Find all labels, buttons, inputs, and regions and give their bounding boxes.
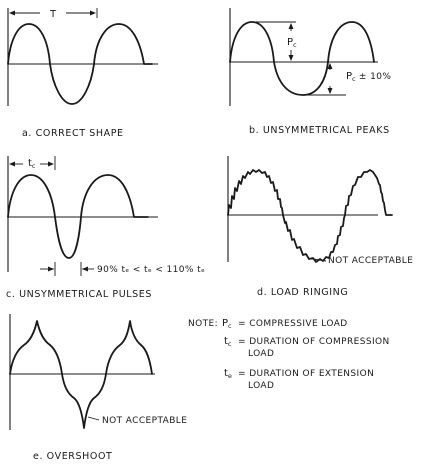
panel-c: tc 90% tₑ < tₑ < 110% tₑ c. UNSYMMETRICA… <box>6 156 205 300</box>
legend-item-pc: Pc = COMPRESSIVE LOAD <box>222 318 348 330</box>
legend-item-tc: tc = DURATION OF COMPRESSION LOAD <box>224 336 390 359</box>
panel-c-tc-arrow-right <box>48 161 54 167</box>
legend-item-te: te = DURATION OF EXTENSION LOAD <box>224 368 374 391</box>
panel-a-caption: a. CORRECT SHAPE <box>22 128 124 139</box>
panel-b-peak-label: Pc <box>287 37 297 49</box>
legend-item-text-cont: LOAD <box>248 349 274 359</box>
panel-b-trough-arrow-up <box>327 63 333 69</box>
legend-item-text-cont: LOAD <box>248 381 274 391</box>
panel-e-callout-line <box>87 416 100 421</box>
panel-e-caption: e. OVERSHOOT <box>33 451 112 462</box>
legend-item-text: = COMPRESSIVE LOAD <box>238 319 348 329</box>
panel-c-tc-label: tc <box>28 158 36 170</box>
legend-item-symbol: tc <box>224 336 232 348</box>
panel-c-condition-label: 90% tₑ < tₑ < 110% tₑ <box>97 265 205 275</box>
panel-d-caption: d. LOAD RINGING <box>257 287 348 298</box>
panel-c-te-arrow-left <box>48 266 54 272</box>
legend-item-text: = DURATION OF EXTENSION <box>238 369 374 379</box>
panel-e-note: NOT ACCEPTABLE <box>102 416 187 426</box>
panel-b-caption: b. UNSYMMETRICAL PEAKS <box>249 125 390 136</box>
panel-d-note: NOT ACCEPTABLE <box>328 256 413 266</box>
panel-b-peak-arrow-up <box>288 23 294 29</box>
panel-a-period-arrow-left <box>9 10 15 16</box>
panel-b: Pc Pc ± 10% b. UNSYMMETRICAL PEAKS <box>229 8 391 136</box>
panel-b-waveform <box>229 21 375 96</box>
panel-b-peak-arrow-down <box>288 55 294 61</box>
panel-a: T a. CORRECT SHAPE <box>7 8 158 139</box>
legend-item-text: = DURATION OF COMPRESSION <box>238 337 390 347</box>
panel-a-period-label: T <box>49 9 57 20</box>
legend-title: NOTE: <box>188 319 218 329</box>
panel-b-tolerance-label: Pc ± 10% <box>346 71 391 83</box>
panel-e-waveform <box>9 320 153 429</box>
legend-item-symbol: Pc <box>222 318 232 330</box>
panel-c-te-arrow-right <box>82 266 88 272</box>
panel-d-waveform <box>227 169 393 263</box>
panel-b-trough-arrow-down <box>327 88 333 94</box>
panel-d: NOT ACCEPTABLE d. LOAD RINGING <box>227 156 413 298</box>
legend-item-symbol: te <box>224 368 232 380</box>
panel-c-caption: c. UNSYMMETRICAL PULSES <box>6 289 152 300</box>
legend: NOTE: Pc = COMPRESSIVE LOAD tc = DURATIO… <box>188 318 390 391</box>
panel-e: NOT ACCEPTABLE e. OVERSHOOT <box>9 314 187 462</box>
panel-c-waveform <box>7 174 149 259</box>
panel-c-tc-arrow-left <box>9 161 15 167</box>
panel-a-waveform <box>7 23 153 105</box>
panel-a-period-arrow-right <box>90 10 96 16</box>
panel-d-callout-line <box>312 258 327 262</box>
